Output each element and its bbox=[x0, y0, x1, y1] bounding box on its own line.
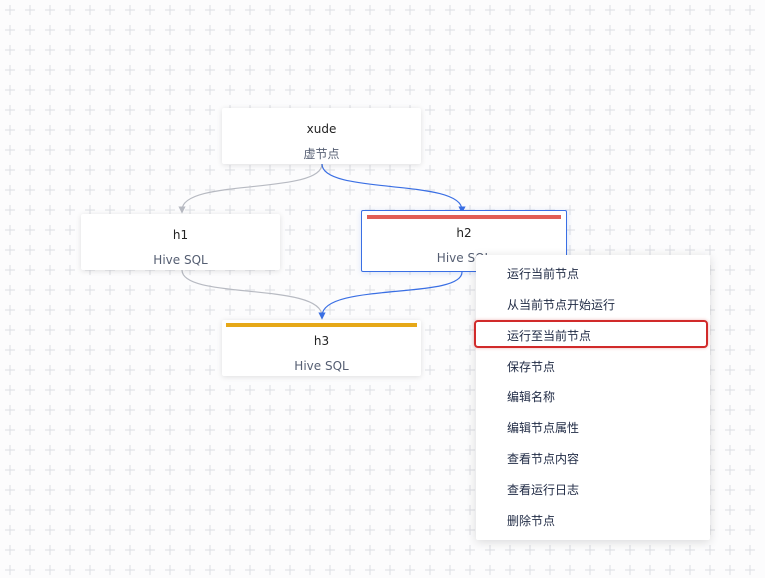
node-name: h3 bbox=[313, 334, 330, 348]
menu-item-run-from-current[interactable]: 从当前节点开始运行 bbox=[507, 298, 616, 312]
dag-node-h1[interactable]: h1 Hive SQL bbox=[81, 214, 280, 270]
menu-item-rename[interactable]: 编辑名称 bbox=[507, 390, 556, 404]
node-status-bar-running bbox=[367, 215, 561, 219]
menu-item-edit-properties[interactable]: 编辑节点属性 bbox=[507, 421, 580, 435]
dag-node-h3[interactable]: h3 Hive SQL bbox=[222, 320, 421, 376]
menu-item-run-to-current[interactable]: 运行至当前节点 bbox=[507, 329, 592, 343]
menu-item-delete-node[interactable]: 删除节点 bbox=[507, 514, 556, 528]
node-type: Hive SQL bbox=[153, 253, 208, 267]
node-type: 虚节点 bbox=[303, 147, 340, 161]
menu-item-run-current[interactable]: 运行当前节点 bbox=[507, 267, 580, 281]
menu-item-save-node[interactable]: 保存节点 bbox=[507, 360, 556, 374]
node-context-menu: 运行当前节点 从当前节点开始运行 运行至当前节点 保存节点 编辑名称 编辑节点属… bbox=[476, 255, 710, 540]
menu-item-view-log[interactable]: 查看运行日志 bbox=[507, 483, 580, 497]
menu-item-view-content[interactable]: 查看节点内容 bbox=[507, 452, 580, 466]
node-name: h2 bbox=[456, 226, 472, 240]
node-status-bar-pending bbox=[226, 323, 417, 327]
node-type: Hive SQL bbox=[294, 359, 349, 373]
node-name: xude bbox=[306, 122, 337, 136]
dag-node-xude[interactable]: xude 虚节点 bbox=[222, 108, 421, 164]
node-name: h1 bbox=[172, 228, 189, 242]
